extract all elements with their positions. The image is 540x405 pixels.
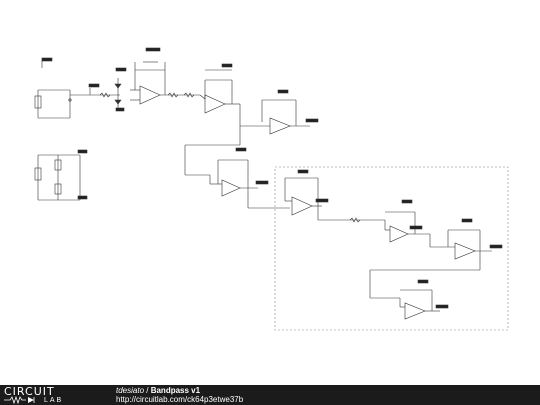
author-link[interactable]: tdesiato <box>116 386 145 395</box>
resistor-icon <box>4 395 35 405</box>
logo-wordmark-top: CIRCUIT <box>4 385 55 398</box>
logo-wordmark-bottom: LAB <box>4 395 64 405</box>
wire-input <box>70 83 120 96</box>
opamp-2[interactable] <box>199 63 240 114</box>
opamp-5[interactable] <box>284 169 329 216</box>
power-supply[interactable] <box>34 149 88 201</box>
diode-clamp[interactable] <box>114 67 127 112</box>
wire-to-stage-5 <box>247 188 290 209</box>
circuit-url[interactable]: http://circuitlab.com/ck64p3etwe37b <box>116 395 244 404</box>
wire-stage-link <box>184 126 241 176</box>
circuit-title-line: tdesiato / Bandpass v1 <box>116 386 200 396</box>
selection-box[interactable] <box>274 166 509 331</box>
resistor[interactable] <box>167 92 195 98</box>
opamp-3[interactable] <box>239 89 319 135</box>
opamp-7[interactable] <box>429 218 503 260</box>
wire-to-stage-6 <box>317 206 385 221</box>
resistor[interactable] <box>349 217 361 223</box>
circuitlab-logo[interactable]: CIRCUIT LAB <box>4 385 96 405</box>
opamp-8[interactable] <box>399 279 449 320</box>
input-source[interactable] <box>34 89 72 119</box>
input-flag[interactable] <box>41 57 53 68</box>
opamp-1[interactable] <box>130 47 200 105</box>
resistor[interactable] <box>99 92 111 98</box>
wire-to-stage-8 <box>369 251 481 299</box>
logo-lab-text: LAB <box>43 396 64 404</box>
opamp-4[interactable] <box>209 147 269 197</box>
circuit-title[interactable]: Bandpass v1 <box>150 386 201 395</box>
title-separator: / <box>144 386 151 395</box>
footer-bar: CIRCUIT LAB tdesiato / Bandpass v1 http:… <box>0 385 540 405</box>
opamp-6[interactable] <box>384 199 430 243</box>
schematic-canvas[interactable] <box>0 0 540 385</box>
